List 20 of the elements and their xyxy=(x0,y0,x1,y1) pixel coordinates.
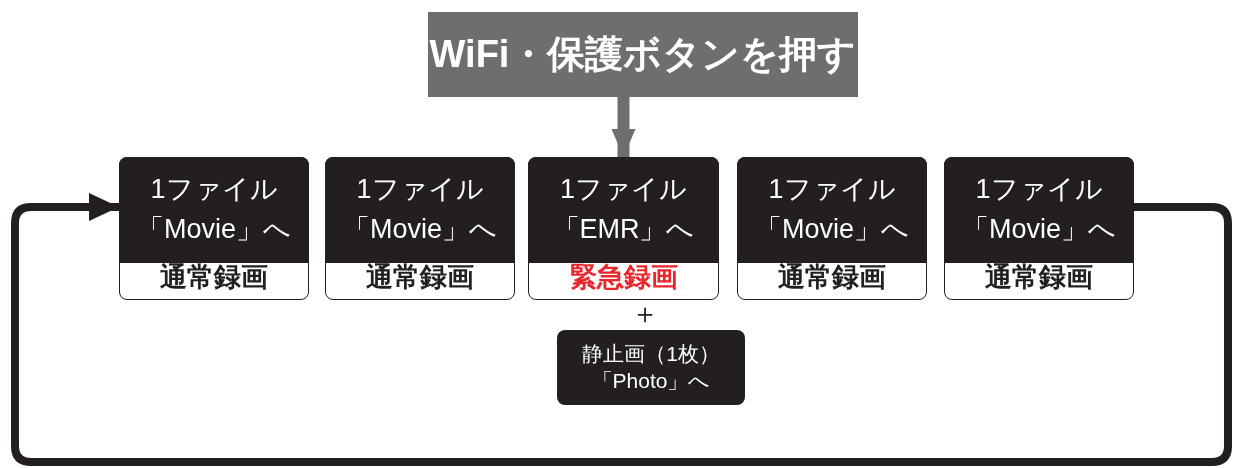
action-box: WiFi・保護ボタンを押す xyxy=(428,12,858,97)
mode-label: 通常録画 xyxy=(777,261,887,294)
file-card xyxy=(737,157,927,300)
photo-box: 静止画（1枚）「Photo」へ xyxy=(557,330,745,405)
plus-sign: ＋ xyxy=(630,298,660,330)
mode-label: 通常録画 xyxy=(984,261,1094,294)
file-label: 1ファイル「EMR」へ xyxy=(528,157,719,263)
file-card xyxy=(119,157,309,300)
file-label: 1ファイル「Movie」へ xyxy=(737,157,927,263)
file-label: 1ファイル「Movie」へ xyxy=(325,157,515,263)
file-card xyxy=(944,157,1134,300)
arrow xyxy=(611,97,636,157)
mode-label: 通常録画 xyxy=(365,261,475,294)
arrow xyxy=(11,193,1232,466)
file-card xyxy=(325,157,515,300)
mode-label: 緊急録画 xyxy=(568,261,679,294)
file-label: 1ファイル「Movie」へ xyxy=(944,157,1134,263)
mode-label: 通常録画 xyxy=(159,261,269,294)
file-card xyxy=(528,157,719,300)
file-label: 1ファイル「Movie」へ xyxy=(119,157,309,263)
